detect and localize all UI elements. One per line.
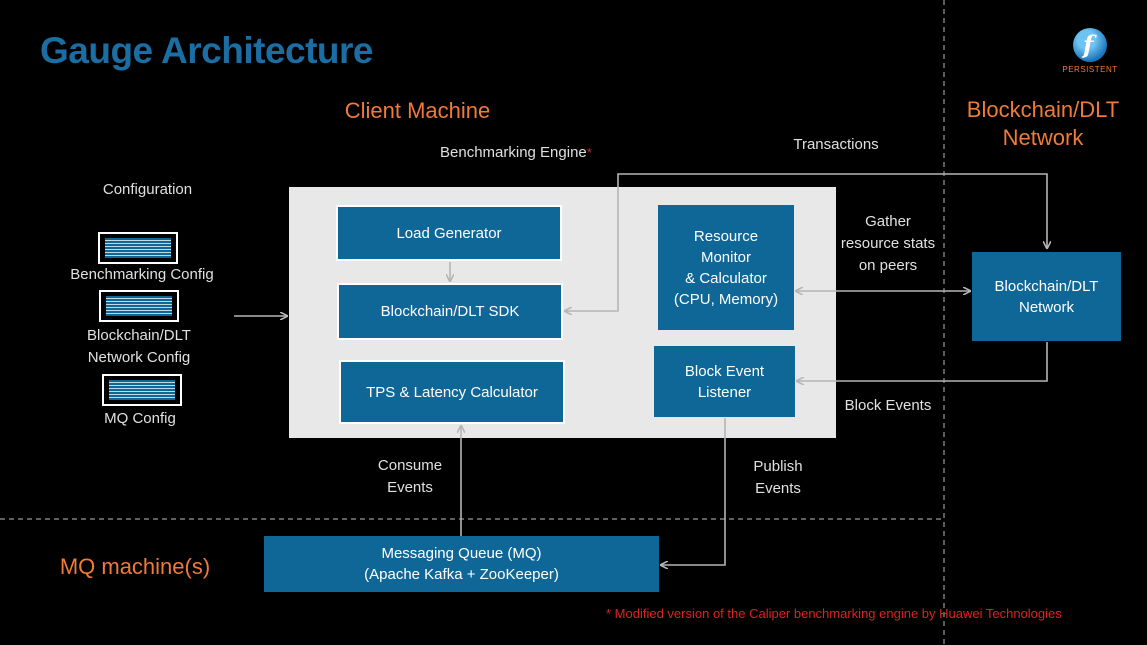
load-generator-label: Load Generator (396, 224, 502, 242)
benchmarking-engine-label: Benchmarking Engine* (440, 142, 592, 164)
blockchain-network-heading: Blockchain/DLT Network (966, 97, 1120, 150)
modified-asterisk: * (586, 145, 592, 160)
publish-events-arrow (661, 418, 726, 565)
page-title: Gauge Architecture (40, 30, 374, 71)
mq-config-label: MQ Config (104, 410, 176, 427)
consume-events-label: Consume Events (377, 457, 443, 496)
transactions-arrow (565, 173, 1047, 311)
network-config-label: Blockchain/DLT Network Config (87, 327, 191, 366)
messaging-queue-label: Messaging Queue (MQ) (Apache Kafka + Zoo… (364, 545, 559, 583)
client-machine-heading: Client Machine (344, 98, 491, 123)
benchmarking-config-label: Benchmarking Config (70, 266, 214, 283)
block-events-arrow (797, 342, 1048, 381)
config-document-icon (99, 290, 179, 322)
benchmarking-engine-text: Benchmarking Engine (440, 144, 587, 161)
block-event-listener-label: Block Event Listener (684, 362, 765, 401)
footnote: * Modified version of the Caliper benchm… (606, 606, 1062, 621)
config-document-icon (98, 232, 178, 264)
config-document-icon (102, 374, 182, 406)
sdk-box: Blockchain/DLT SDK (337, 283, 563, 340)
tps-latency-calculator-box: TPS & Latency Calculator (339, 360, 565, 424)
divider-lines (0, 0, 945, 645)
sdk-label: Blockchain/DLT SDK (380, 303, 520, 320)
load-generator-box: Load Generator (336, 205, 562, 261)
logo-text: PERSISTENT (1062, 65, 1118, 74)
tps-latency-calculator-label: TPS & Latency Calculator (366, 383, 538, 401)
transactions-label: Transactions (793, 136, 879, 153)
mq-machine-heading: MQ machine(s) (59, 554, 211, 579)
configuration-heading: Configuration (102, 181, 193, 198)
persistent-logo-icon: f (1073, 28, 1107, 62)
persistent-logo: f PERSISTENT (1060, 28, 1120, 74)
block-events-label: Block Events (844, 397, 932, 414)
block-event-listener-box: Block Event Listener (654, 346, 795, 417)
messaging-queue-box: Messaging Queue (MQ) (Apache Kafka + Zoo… (264, 536, 659, 592)
publish-events-label: Publish Events (753, 458, 803, 497)
